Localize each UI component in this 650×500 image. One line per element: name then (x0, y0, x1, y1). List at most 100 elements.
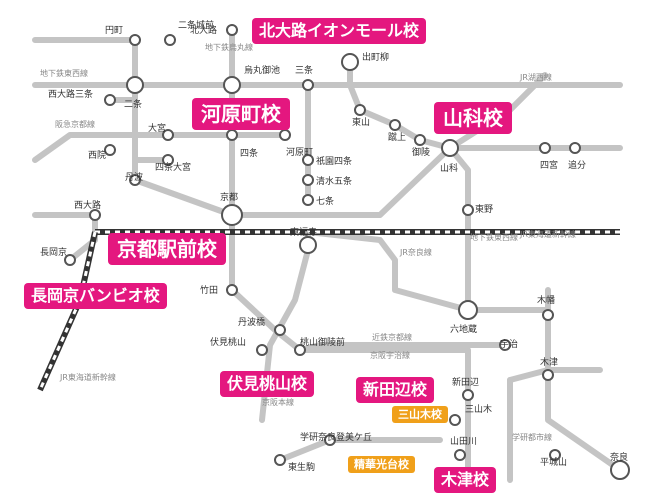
station-higashiyama[interactable] (354, 104, 366, 116)
station-nishioji-sanjo[interactable] (104, 94, 116, 106)
label-heijoyama: 平城山 (540, 457, 567, 468)
station-karasuma-oike[interactable] (223, 76, 241, 94)
label-uji: 宇治 (500, 338, 518, 350)
label-kiyomizu-gojo: 清水五条 (316, 175, 352, 187)
school-mitsuyamaki-badge[interactable]: 三山木校 (392, 406, 448, 423)
station-shijo-omiya[interactable] (162, 154, 174, 166)
label-kohata: 木幡 (537, 294, 555, 306)
label-shichijo: 七条 (316, 195, 334, 207)
school-shintanabe-badge[interactable]: 新田辺校 (356, 377, 435, 403)
station-tofukuji[interactable] (299, 236, 317, 254)
station-enmachi[interactable] (129, 34, 141, 46)
station-kohata[interactable] (542, 309, 554, 321)
school-kyoto-ekimae-badge[interactable]: 京都駅前校 (108, 233, 226, 265)
kintetsu-line (229, 227, 471, 483)
school-fushimi-badge[interactable]: 伏見桃山校 (220, 371, 315, 397)
school-nagaokakyo-badge[interactable]: 長岡京バンビオ校 (24, 283, 167, 309)
label-keihan-main-line: 京阪本線 (262, 397, 294, 407)
nagaoka-link (32, 212, 98, 263)
station-kiyomizu-gojo[interactable] (302, 174, 314, 186)
gakken-line (507, 367, 603, 383)
label-kitaoji: 北大路 (190, 24, 217, 36)
label-yamadagawa: 山田川 (450, 436, 477, 447)
keihan-line (305, 59, 353, 203)
label-tofukuji: 東福寺 (290, 226, 317, 238)
line-labels: 地下鉄東西線 地下鉄烏丸線 阪急京都線 JR湖西線 JR奈良線 JR東海道新幹線… (40, 42, 576, 442)
station-kitaoji[interactable] (226, 24, 238, 36)
station-demachiyanagi[interactable] (341, 53, 359, 71)
jr-nara-line (305, 229, 551, 313)
station-sanjo[interactable] (302, 79, 314, 91)
label-keage: 蹴上 (388, 131, 406, 143)
label-nishioji-sanjo: 西大路三条 (48, 88, 93, 100)
label-shijo-omiya: 四条大宮 (155, 161, 191, 173)
station-kawaramachi[interactable] (279, 129, 291, 141)
station-omiya[interactable] (162, 129, 174, 141)
label-higashiyama: 東山 (352, 116, 370, 128)
station-keage[interactable] (389, 119, 401, 131)
jr-nara-south (545, 287, 623, 473)
label-demachiyanagi: 出町柳 (362, 51, 389, 63)
label-hosono: 東生駒 (288, 461, 315, 473)
label-nara: 奈良 (610, 451, 628, 463)
station-nara[interactable] (610, 460, 630, 480)
label-sanjo: 三条 (295, 64, 313, 76)
station-nijojo[interactable] (164, 34, 176, 46)
hankyu-line (32, 132, 288, 163)
label-takeda: 竹田 (200, 284, 218, 296)
station-shijo[interactable] (226, 129, 238, 141)
station-misasagi[interactable] (414, 134, 426, 146)
station-fushimi-momoyama[interactable] (256, 344, 268, 356)
station-nagaokakyo[interactable] (64, 254, 76, 266)
station-heijoyama[interactable] (549, 449, 561, 461)
station-shintanabe[interactable] (462, 389, 474, 401)
station-momoyama-goryomae[interactable] (294, 344, 306, 356)
label-enmachi: 円町 (105, 25, 123, 36)
label-momoyama-goryomae: 桃山御陵前 (300, 336, 345, 348)
station-uji[interactable] (499, 339, 511, 351)
school-seika-badge[interactable]: 精華光台校 (348, 456, 415, 473)
label-kawaramachi: 河原町 (286, 146, 313, 158)
station-kizugawa[interactable] (542, 369, 554, 381)
station-yamadagawa[interactable] (454, 449, 466, 461)
label-tokaido-shinkansen: JR東海道新幹線 (59, 372, 116, 382)
label-tokaido-line: JR東海道新幹線 (519, 229, 576, 239)
school-yamashina-badge[interactable]: 山科校 (434, 102, 512, 134)
label-gakken-nara: 学研奈良登美ケ丘 (300, 431, 372, 443)
station-nishioji[interactable] (89, 209, 101, 221)
station-kyoto[interactable] (221, 204, 243, 226)
station-shichijo[interactable] (302, 194, 314, 206)
rail-lines (32, 27, 623, 483)
label-shintanabe: 新田辺 (452, 376, 479, 388)
label-tamba: 丹波 (125, 171, 143, 183)
station-tambabashi[interactable] (274, 324, 286, 336)
station-yamashina[interactable] (441, 139, 459, 157)
label-kintetsu-line: 近鉄京都線 (372, 332, 412, 342)
label-karasuma-oike: 烏丸御池 (244, 64, 280, 76)
label-nijojo: 二条城前 (178, 19, 214, 31)
label-tozai-line: 地下鉄東西線 (40, 68, 88, 78)
station-takeda[interactable] (226, 284, 238, 296)
school-kawaramachi-badge[interactable]: 河原町校 (192, 98, 290, 130)
station-higashino[interactable] (462, 204, 474, 216)
station-oiwake[interactable] (569, 142, 581, 154)
label-nara-line: JR奈良線 (399, 247, 432, 257)
station-shinomiya[interactable] (539, 142, 551, 154)
station-gakken-nara[interactable] (324, 434, 336, 446)
station-rokujizo[interactable] (458, 300, 478, 320)
school-kitaoji-badge[interactable]: 北大路イオンモール校 (252, 18, 427, 44)
school-kizu-badge[interactable]: 木津校 (434, 467, 497, 493)
label-rokujizo: 六地蔵 (450, 323, 477, 335)
label-mitsuyamaki: 三山木 (465, 403, 492, 415)
label-kosei-line: JR湖西線 (519, 72, 552, 82)
label-nishioji: 西大路 (74, 199, 101, 211)
station-tamba[interactable] (129, 174, 141, 186)
label-fushimi-momoyama: 伏見桃山 (210, 336, 246, 348)
line-enmachi (32, 37, 138, 88)
station-nijo[interactable] (126, 76, 144, 94)
station-gion-shijo[interactable] (302, 154, 314, 166)
station-saiin[interactable] (104, 144, 116, 156)
jr-east (229, 145, 623, 218)
station-mitsuyamaki[interactable] (449, 414, 461, 426)
station-hosono[interactable] (274, 454, 286, 466)
